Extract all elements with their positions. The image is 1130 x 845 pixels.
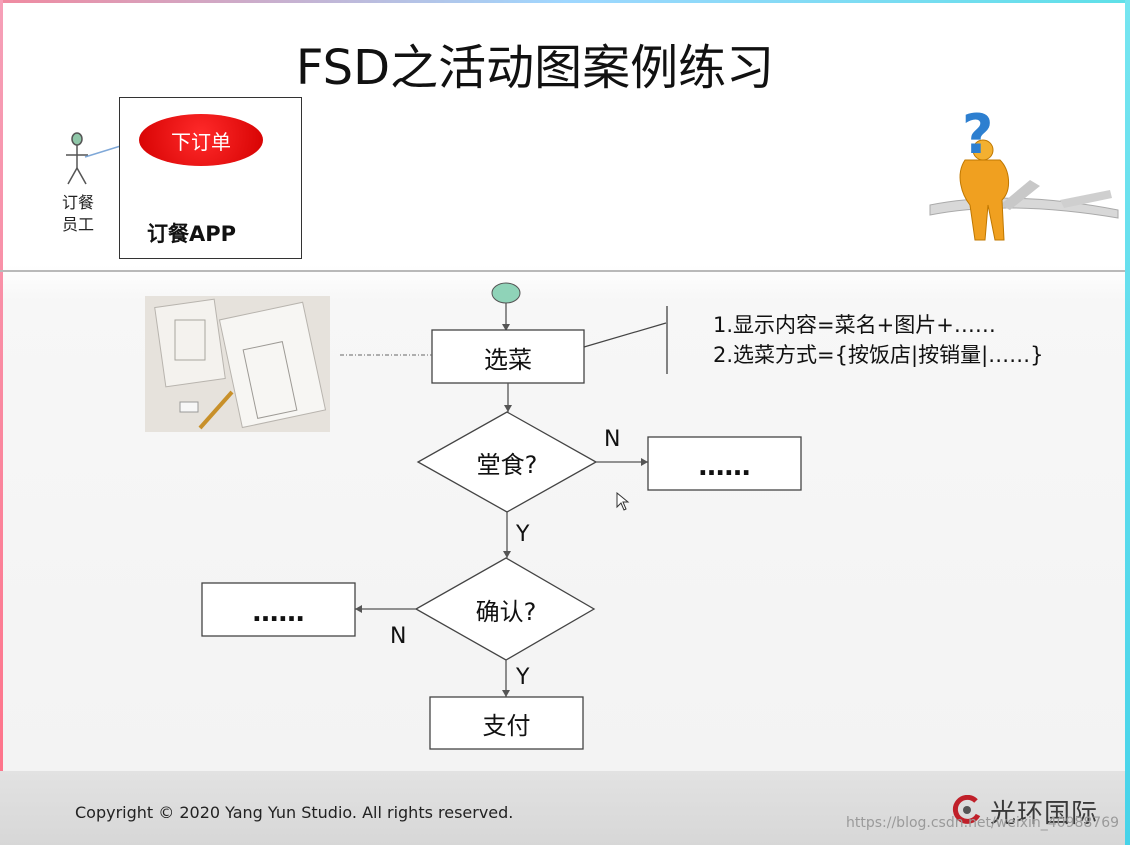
start-node <box>492 283 520 303</box>
branch-label-y-confirm: Y <box>516 665 529 690</box>
question-man-illustration: ? <box>930 103 1118 240</box>
question-mark-icon: ? <box>962 103 993 166</box>
actor-label-line1: 订餐 <box>58 192 98 214</box>
usecase-order-oval: 下订单 <box>139 114 263 166</box>
note-line2: 2.选菜方式={按饭店|按销量|……} <box>713 340 1044 370</box>
branch-label-n-confirm: N <box>390 624 406 649</box>
branch-label-y-dinein: Y <box>516 522 529 547</box>
decision-confirm-label: 确认? <box>449 592 563 627</box>
activity-select-label: 选菜 <box>432 340 584 375</box>
watermark-url: https://blog.csdn.net/weixin_40988769 <box>846 815 1119 831</box>
section-divider <box>0 270 1125 272</box>
decision-dinein-label: 堂食? <box>450 445 564 480</box>
wireframe-photo <box>145 296 330 432</box>
actor-label: 订餐 员工 <box>58 192 98 236</box>
actor-figure <box>66 133 88 184</box>
system-label: 订餐APP <box>147 218 236 248</box>
ellipsis-right-label: …… <box>648 452 801 482</box>
note-text: 1.显示内容=菜名+图片+……2.选菜方式={按饭店|按销量|……} <box>713 310 1044 370</box>
note-line1: 1.显示内容=菜名+图片+…… <box>713 310 1044 340</box>
actor-label-line2: 员工 <box>58 214 98 236</box>
branch-label-n-dinein: N <box>604 427 620 452</box>
copyright-text: Copyright © 2020 Yang Yun Studio. All ri… <box>75 803 513 822</box>
mouse-cursor-icon <box>616 492 630 512</box>
ellipsis-left-label: …… <box>202 598 355 628</box>
activity-pay-label: 支付 <box>430 706 583 741</box>
